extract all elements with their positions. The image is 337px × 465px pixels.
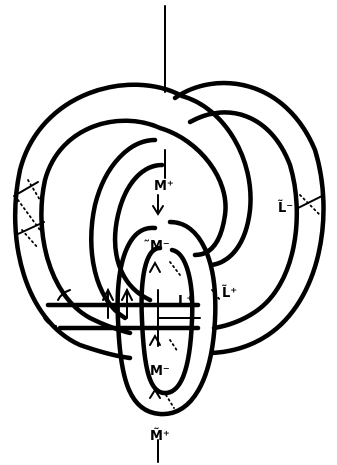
label-l-tilde-plus: L̃⁺ [222, 286, 237, 301]
dots-center-3 [166, 395, 174, 408]
arrow-up-5 [150, 263, 160, 272]
label-l-plus: L⁺ [178, 294, 193, 309]
label-m-minus: M⁻ [150, 364, 170, 379]
label-l-right: L̃⁻ [278, 201, 293, 216]
label-m-plus-upper: M⁺ [154, 179, 174, 194]
dots-center-1 [170, 262, 180, 275]
dots-left [18, 200, 40, 248]
dots-center-2 [170, 340, 178, 352]
label-m-plus-bottom: M̃⁺ [150, 429, 170, 444]
right-band-inner [190, 112, 297, 328]
label-m-tilde-mid: ̃M⁻ [144, 239, 170, 254]
